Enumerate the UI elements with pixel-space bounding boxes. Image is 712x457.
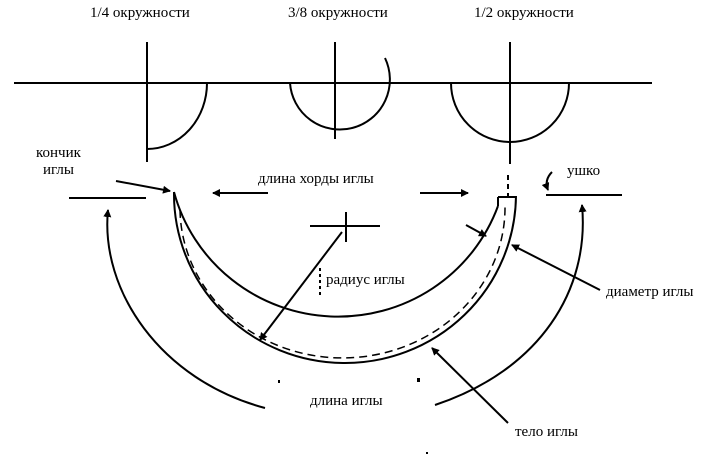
- diameter-label: диаметр иглы: [606, 284, 694, 300]
- needle-length-label: длина иглы: [310, 393, 383, 409]
- quarter-arc: [146, 82, 208, 150]
- diameter-arrow-outer: [511, 244, 601, 291]
- needle-centerline: [179, 204, 506, 359]
- tip-arrow: [115, 180, 171, 194]
- length-arrow-right: [434, 204, 587, 406]
- half-arc: [450, 82, 570, 143]
- tip-label-line2: иглы: [43, 162, 74, 178]
- eye-arrow: [541, 171, 553, 191]
- needle-inner-edge: [173, 191, 499, 318]
- speck: [417, 378, 420, 382]
- speck: [278, 380, 280, 383]
- length-arrow-left: [103, 209, 266, 409]
- three-eighths-circle-label: 3/8 окружности: [288, 5, 388, 21]
- body-arrow: [431, 347, 509, 424]
- radius-label: радиус иглы: [326, 272, 405, 288]
- tip-label-line1: кончик: [36, 145, 81, 161]
- radius-arrow: [259, 231, 343, 341]
- needle-outer-edge: [172, 191, 517, 364]
- speck: [426, 452, 428, 454]
- diameter-arrow-inner: [465, 224, 487, 237]
- quarter-circle-label: 1/4 окружности: [90, 5, 190, 21]
- chord-length-label: длина хорды иглы: [258, 171, 374, 187]
- half-circle-label: 1/2 окружности: [474, 5, 574, 21]
- three-eighths-arc: [289, 57, 391, 131]
- needle-body-label: тело иглы: [515, 424, 578, 440]
- eye-label: ушко: [567, 163, 601, 179]
